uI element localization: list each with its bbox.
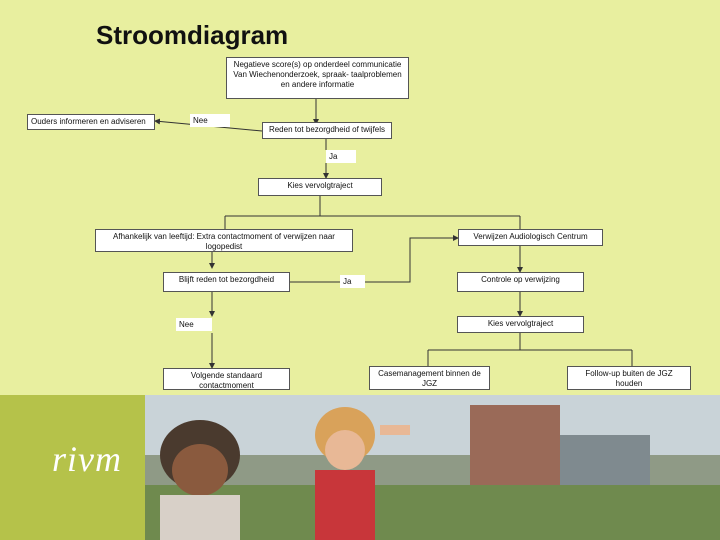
node-control: Controle op verwijzing xyxy=(457,272,584,292)
node-nee-2: Nee xyxy=(176,318,212,331)
node-standard: Volgende standaard contactmoment xyxy=(163,368,290,390)
node-concern: Blijft reden tot bezorgdheid xyxy=(163,272,290,292)
arrow-choose2-split xyxy=(427,333,633,366)
arrow-ja-to-audio xyxy=(365,235,459,283)
node-casemgmt: Casemanagement binnen de JGZ xyxy=(369,366,490,390)
node-nee-1: Nee xyxy=(190,114,230,127)
node-parents: Ouders informeren en adviseren xyxy=(27,114,155,130)
node-audio: Verwijzen Audiologisch Centrum xyxy=(458,229,603,246)
node-start: Negatieve score(s) op onderdeel communic… xyxy=(226,57,409,99)
photo-banner: rivm xyxy=(0,395,720,540)
node-ja-2: Ja xyxy=(340,275,365,288)
node-age: Afhankelijk van leeftijd: Extra contactm… xyxy=(95,229,353,252)
node-ja-1: Ja xyxy=(326,150,356,163)
node-followup: Follow-up buiten de JGZ houden xyxy=(567,366,691,390)
node-choose-1: Kies vervolgtraject xyxy=(258,178,382,196)
slide-title: Stroomdiagram xyxy=(96,20,289,50)
node-reason: Reden tot bezorgdheid of twijfels xyxy=(262,122,392,139)
node-choose-2: Kies vervolgtraject xyxy=(457,316,584,333)
children-photo-image xyxy=(0,395,720,540)
rivm-logo: rivm xyxy=(52,439,122,479)
arrow-choose1-split xyxy=(224,196,521,229)
